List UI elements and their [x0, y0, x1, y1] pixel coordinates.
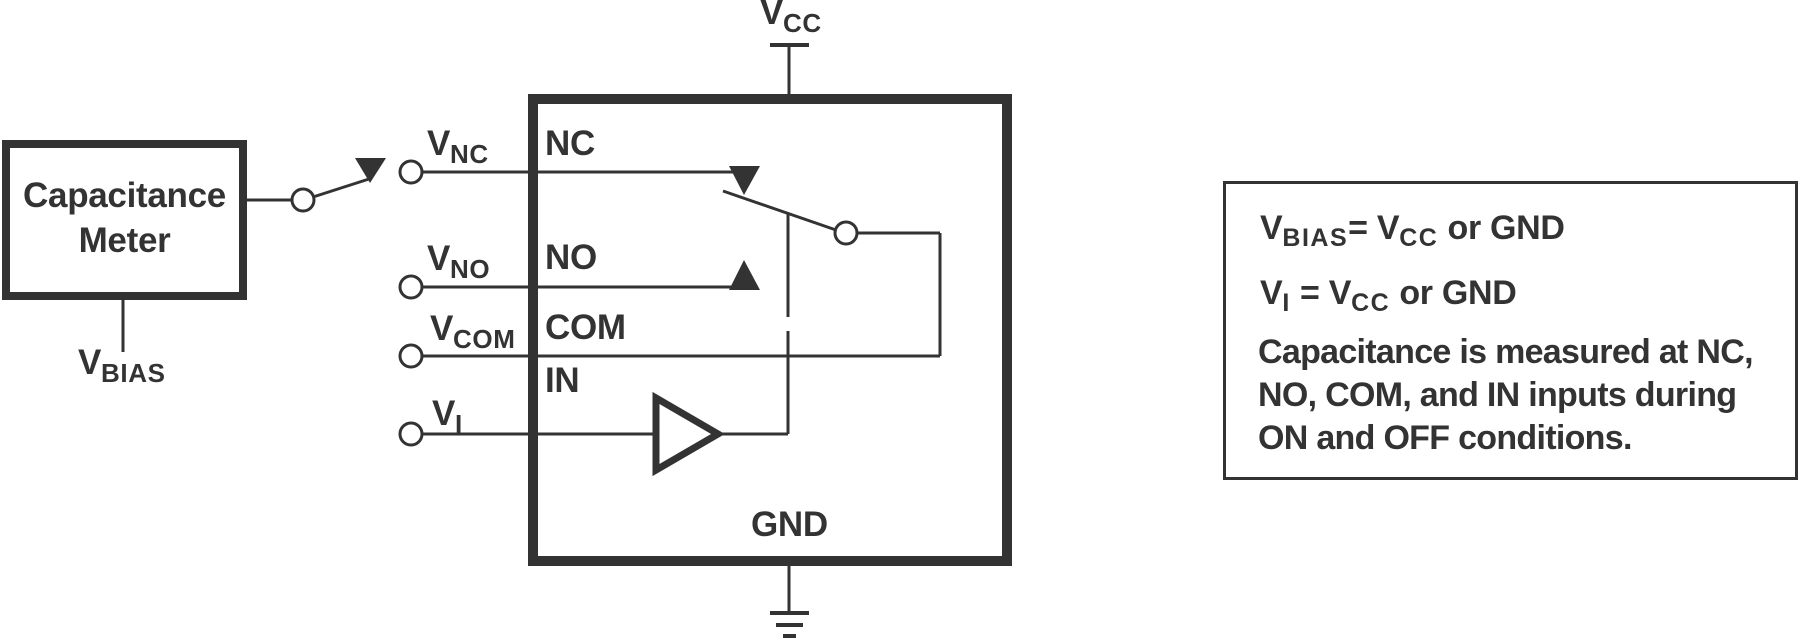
- vno-label-sub: NO: [450, 254, 491, 284]
- ic-package-outline: [528, 94, 1012, 566]
- input-buffer-icon: [652, 391, 725, 477]
- vcc-label: VCC: [760, 0, 822, 41]
- vcom-terminal-circle: [398, 343, 424, 369]
- nc-contact-arrowhead-icon: [729, 166, 760, 195]
- note-vbias-eq-sub: CC: [1399, 224, 1439, 252]
- vnc-label: VNC: [427, 126, 489, 172]
- vnc-label-main: V: [427, 124, 451, 163]
- note-vi-eq: = V: [1290, 274, 1352, 312]
- note-body-line3: ON and OFF conditions.: [1258, 419, 1632, 457]
- vbias-label-main: V: [78, 343, 102, 382]
- note-vbias-tail: or GND: [1438, 209, 1565, 247]
- note-vbias-eq: = V: [1348, 209, 1400, 247]
- vi-terminal-circle: [398, 421, 424, 447]
- vcc-label-main: V: [760, 0, 784, 32]
- note-vi-eq-sub: CC: [1351, 289, 1391, 317]
- note-vi-sub: I: [1282, 289, 1291, 317]
- capacitance-meter-label-line2: Meter: [78, 221, 171, 260]
- vbias-label: VBIAS: [78, 345, 166, 391]
- external-switch-arm: [312, 177, 370, 199]
- pin-label-gnd: GND: [751, 505, 828, 544]
- pin-label-com: COM: [545, 308, 626, 347]
- vno-label: VNO: [427, 241, 490, 287]
- vcc-label-sub: CC: [783, 8, 822, 38]
- vbias-label-sub: BIAS: [101, 358, 166, 388]
- vno-label-main: V: [427, 239, 451, 278]
- vnc-label-sub: NC: [450, 139, 489, 169]
- capacitance-meter-label-line1: Capacitance: [23, 176, 226, 215]
- no-contact-arrowhead-icon: [729, 260, 760, 290]
- pin-label-in: IN: [545, 361, 580, 400]
- internal-switch-arm: [722, 189, 837, 232]
- vcom-label: VCOM: [430, 311, 516, 357]
- vno-terminal-circle: [398, 274, 424, 300]
- vnc-terminal-circle: [398, 159, 424, 185]
- vi-label-sub: I: [455, 409, 463, 439]
- capacitance-meter-label: Capacitance Meter: [6, 173, 243, 263]
- note-equation-vi: VI = VCC or GND: [1260, 276, 1517, 321]
- note-equation-vbias: VBIAS= VCC or GND: [1260, 211, 1565, 256]
- internal-switch-pole-circle: [833, 220, 859, 246]
- note-body-line2: NO, COM, and IN inputs during: [1258, 376, 1737, 414]
- note-vbias-main: V: [1260, 209, 1283, 247]
- note-body-line1: Capacitance is measured at NC,: [1258, 333, 1754, 371]
- external-switch-pole-circle: [290, 187, 316, 213]
- note-vi-tail: or GND: [1390, 274, 1517, 312]
- vcom-label-sub: COM: [453, 324, 516, 354]
- vi-label-main: V: [432, 394, 456, 433]
- vcom-label-main: V: [430, 309, 454, 348]
- external-switch-arrowhead-icon: [355, 158, 386, 183]
- note-box: VBIAS= VCC or GND VI = VCC or GND Capaci…: [1223, 181, 1798, 480]
- capacitance-meter-box-outline: [2, 140, 247, 300]
- pin-label-nc: NC: [545, 124, 595, 163]
- note-body-text: Capacitance is measured at NC, NO, COM, …: [1258, 331, 1754, 460]
- pin-label-no: NO: [545, 238, 597, 277]
- note-vbias-sub: BIAS: [1282, 224, 1349, 252]
- note-vi-main: V: [1260, 274, 1283, 312]
- vi-label: VI: [432, 396, 463, 442]
